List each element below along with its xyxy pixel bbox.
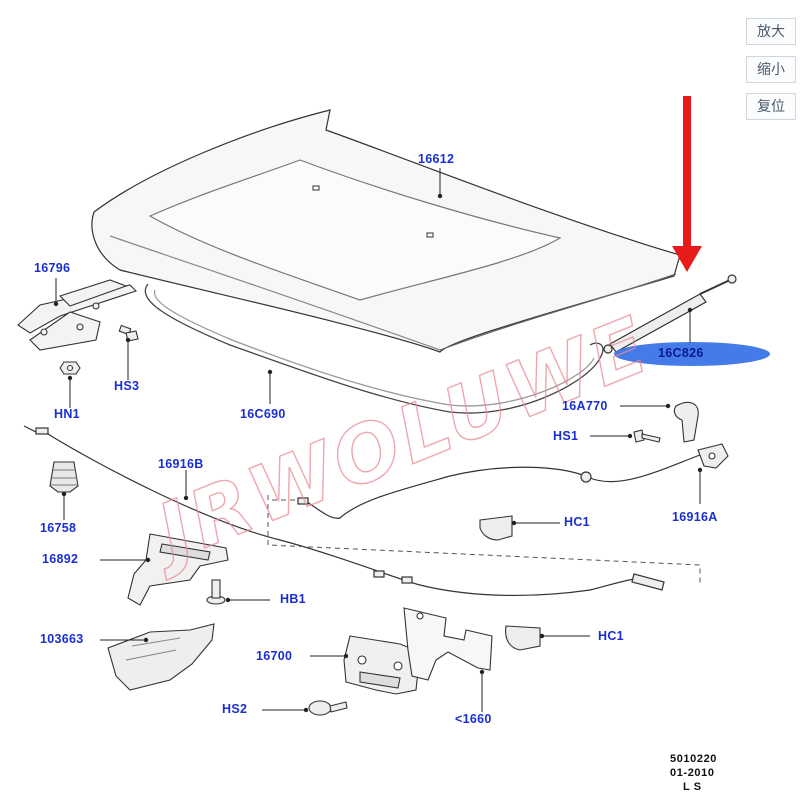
callout-gas-strut[interactable]: 16C826 bbox=[658, 346, 704, 360]
leader-lines bbox=[55, 168, 701, 712]
hood-panel bbox=[91, 109, 681, 353]
callout-cable-clip-upper[interactable]: HC1 bbox=[564, 515, 590, 529]
callout-latch-screw[interactable]: HS2 bbox=[222, 702, 248, 716]
callout-hinge[interactable]: 16796 bbox=[34, 261, 71, 275]
callout-hinge-nut[interactable]: HN1 bbox=[54, 407, 80, 421]
release-cable-rear bbox=[297, 454, 701, 519]
hood-seal bbox=[144, 283, 604, 414]
callout-latch-bracket[interactable]: 16892 bbox=[42, 552, 79, 566]
latch-support bbox=[107, 623, 215, 691]
footer-code-3: L S bbox=[683, 781, 702, 793]
red-arrow-icon bbox=[672, 96, 702, 272]
reference-dashes bbox=[267, 495, 701, 585]
watermark: JRWOLUWE bbox=[134, 300, 663, 584]
latch-plate bbox=[403, 607, 493, 681]
callout-release-cable-rear[interactable]: 16916A bbox=[672, 510, 718, 524]
latch-bracket bbox=[127, 533, 229, 606]
callout-release-cable-front[interactable]: 16916B bbox=[158, 457, 204, 471]
callout-latch-support[interactable]: 103663 bbox=[40, 632, 84, 646]
latch-screw bbox=[308, 700, 348, 716]
release-handle bbox=[673, 401, 699, 443]
callout-hood-seal[interactable]: 16C690 bbox=[240, 407, 286, 421]
callout-latch[interactable]: 16700 bbox=[256, 649, 293, 663]
bump-stop bbox=[49, 461, 79, 493]
callout-hood[interactable]: 16612 bbox=[418, 152, 455, 166]
callout-bracket-bolt[interactable]: HB1 bbox=[280, 592, 306, 606]
handle-screw bbox=[633, 429, 661, 443]
footer-code-2: 01-2010 bbox=[670, 767, 715, 779]
callout-latch-plate[interactable]: <1660 bbox=[455, 712, 492, 726]
cable-clip-upper bbox=[479, 515, 513, 541]
zoom-in-button[interactable]: 放大 bbox=[746, 18, 796, 45]
zoom-out-button[interactable]: 缩小 bbox=[746, 56, 796, 83]
reset-button[interactable]: 复位 bbox=[746, 93, 796, 120]
callout-cable-clip-lower[interactable]: HC1 bbox=[598, 629, 624, 643]
release-cable-front bbox=[23, 425, 665, 597]
cable-clip-lower bbox=[505, 625, 541, 651]
callout-bump-stop[interactable]: 16758 bbox=[40, 521, 77, 535]
release-lever bbox=[697, 443, 729, 469]
hinge-nut bbox=[59, 361, 81, 375]
hood-hinge bbox=[17, 279, 138, 351]
highlight-ellipse bbox=[614, 342, 770, 366]
leader-dots bbox=[53, 193, 703, 713]
footer-code-1: 5010220 bbox=[670, 753, 718, 765]
callout-hinge-bolt[interactable]: HS3 bbox=[114, 379, 140, 393]
bracket-bolt bbox=[206, 579, 226, 605]
callout-handle-screw[interactable]: HS1 bbox=[553, 429, 579, 443]
hood-latch bbox=[343, 635, 421, 695]
callout-release-handle[interactable]: 16A770 bbox=[562, 399, 608, 413]
gas-strut bbox=[603, 274, 737, 354]
